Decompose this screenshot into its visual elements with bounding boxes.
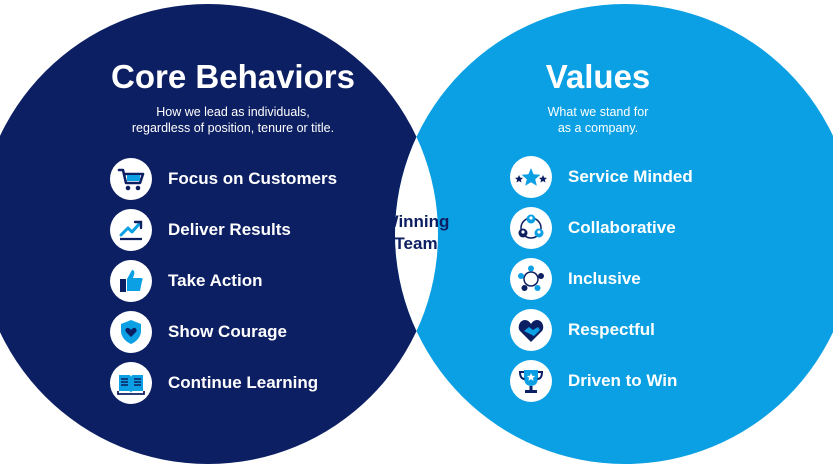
value-label: Inclusive [568, 269, 641, 288]
badge [510, 360, 552, 402]
behavior-item-deliver-results: Deliver Results [110, 208, 291, 252]
badge [110, 209, 152, 251]
behavior-label: Show Courage [168, 322, 288, 341]
values-circle [395, 4, 833, 464]
badge [110, 362, 152, 404]
connected-people-icon [518, 214, 544, 239]
values-subtitle-line2: as a company. [557, 121, 639, 135]
behavior-item-continue-learning: Continue Learning [110, 361, 318, 405]
core-behaviors-subtitle-line2: regardless of position, tenure or title. [131, 121, 335, 135]
core-behaviors-circle [0, 4, 438, 464]
behavior-item-focus-on-customers: Focus on Customers [110, 157, 337, 201]
trend-chart-icon [119, 220, 143, 241]
behavior-label: Continue Learning [168, 373, 319, 392]
badge [110, 260, 152, 302]
core-behaviors-title: Core Behaviors [111, 58, 355, 95]
badge [110, 311, 152, 353]
value-label: Collaborative [568, 218, 676, 237]
value-item-respectful: Respectful [510, 308, 655, 352]
core-behaviors-subtitle: How we lead as individuals, regardless o… [78, 104, 388, 136]
trophy-icon [518, 370, 544, 393]
value-item-service-minded: Service Minded [510, 155, 693, 199]
behavior-item-show-courage: Show Courage [110, 310, 287, 354]
badge [510, 309, 552, 351]
value-item-driven-to-win: Driven to Win [510, 359, 677, 403]
behavior-item-take-action: Take Action [110, 259, 262, 303]
diverse-circle-icon [518, 265, 544, 291]
value-label: Driven to Win [568, 371, 678, 390]
stars-icon [515, 168, 547, 186]
overlap-label: Winning Team [366, 211, 466, 255]
value-item-inclusive: Inclusive [510, 257, 641, 301]
shield-heart-icon [121, 320, 141, 344]
values-subtitle-line1: What we stand for [547, 105, 649, 119]
shopping-cart-icon [117, 168, 145, 191]
behavior-label: Deliver Results [168, 220, 291, 239]
badge [510, 207, 552, 249]
behavior-label: Focus on Customers [168, 169, 338, 188]
behavior-label: Take Action [168, 271, 263, 290]
value-label: Respectful [568, 320, 655, 339]
overlap-label-line1: Winning [382, 212, 450, 231]
value-label: Service Minded [568, 167, 693, 186]
badge [110, 158, 152, 200]
value-item-collaborative: Collaborative [510, 206, 676, 250]
handshake-heart-icon [518, 320, 544, 342]
badge [510, 156, 552, 198]
thumbs-up-icon [120, 270, 143, 292]
overlap-label-line2: Team [394, 234, 438, 253]
open-book-icon [117, 375, 145, 395]
core-behaviors-subtitle-line1: How we lead as individuals, [156, 105, 310, 119]
values-subtitle: What we stand for as a company. [448, 104, 748, 136]
values-title: Values [545, 58, 651, 95]
badge [510, 258, 552, 300]
